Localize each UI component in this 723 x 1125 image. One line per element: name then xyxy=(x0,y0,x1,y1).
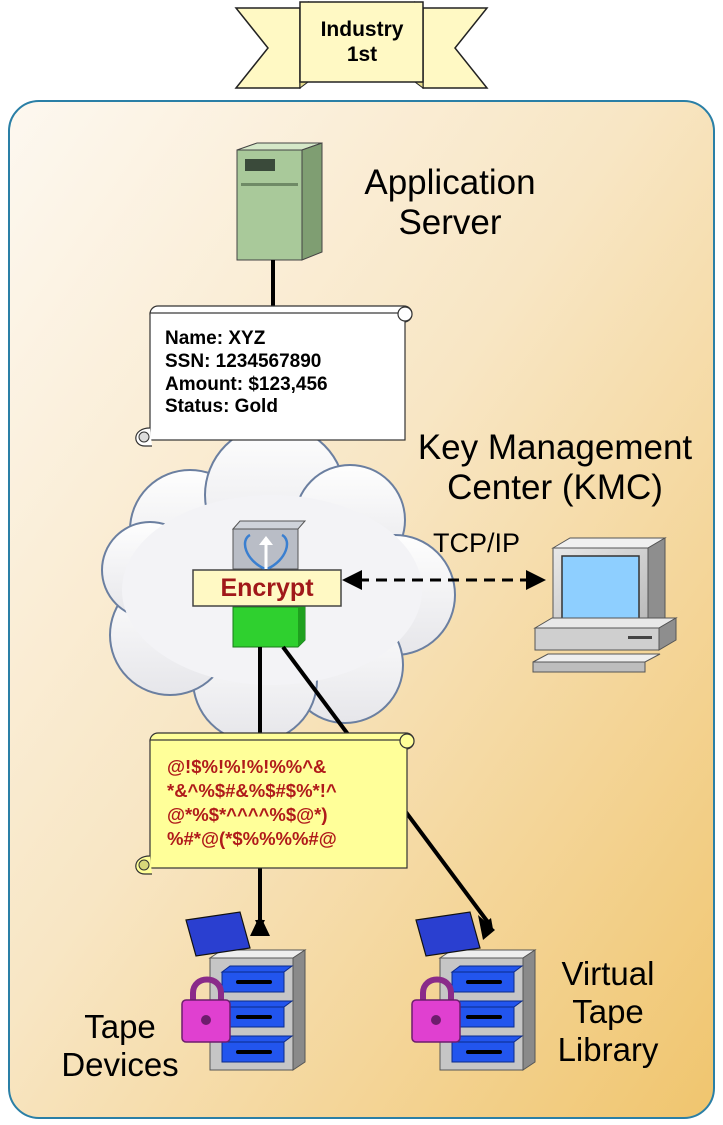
record-ssn: SSN: 1234567890 xyxy=(165,350,322,372)
banner-line-1: Industry xyxy=(320,18,404,41)
tape-devices-label: Tape Devices xyxy=(60,1008,180,1084)
tape-devices-line-2: Devices xyxy=(61,1045,179,1083)
vtl-line-3: Library xyxy=(557,1030,659,1068)
virtual-tape-library-label: Virtual Tape Library xyxy=(543,955,673,1069)
encrypt-label: Encrypt xyxy=(220,574,314,602)
record-status: Status: Gold xyxy=(165,396,278,418)
cipher-line-1: @!$%!%!%!%%^& xyxy=(167,756,327,777)
kmc-line-1: Key Management xyxy=(417,428,693,467)
record-name: Name: XYZ xyxy=(165,328,266,349)
tcpip-label: TCP/IP xyxy=(433,528,521,558)
application-server-line-2: Server xyxy=(398,203,502,243)
kmc-computer-icon xyxy=(532,537,678,673)
application-server-line-1: Application xyxy=(364,163,536,202)
encryption-device xyxy=(192,520,342,648)
cipher-line-4: %#*@(*$%%%%#@ xyxy=(167,828,337,850)
industry-first-banner xyxy=(234,1,489,89)
banner-line-2: 1st xyxy=(346,42,378,66)
plaintext-record: Name: XYZ SSN: 1234567890 Amount: $123,4… xyxy=(165,328,328,419)
kmc-label: Key Management Center (KMC) xyxy=(405,428,705,509)
cipher-line-2: *&^%$#&%$#$%*!^ xyxy=(167,780,337,802)
plaintext-record-scroll xyxy=(135,305,413,447)
vtl-line-1: Virtual xyxy=(561,955,655,992)
tape-devices-line-1: Tape xyxy=(84,1008,156,1045)
ciphertext-record-scroll xyxy=(135,732,415,875)
tcpip-link xyxy=(342,570,546,590)
application-server-icon xyxy=(236,142,323,261)
record-amount: Amount: $123,456 xyxy=(165,373,328,395)
banner-label: Industry 1st xyxy=(302,18,422,68)
vtl-line-2: Tape xyxy=(572,992,644,1030)
ciphertext-record: @!$%!%!%!%%^& *&^%$#&%$#$%*!^ @*%$*^^^^%… xyxy=(167,755,337,851)
application-server-label: Application Server xyxy=(350,163,550,244)
tape-devices-icon xyxy=(181,911,307,1071)
kmc-line-2: Center (KMC) xyxy=(447,468,663,508)
virtual-tape-library-icon xyxy=(411,911,537,1071)
cipher-line-3: @*%$*^^^^%$@*) xyxy=(167,804,328,826)
